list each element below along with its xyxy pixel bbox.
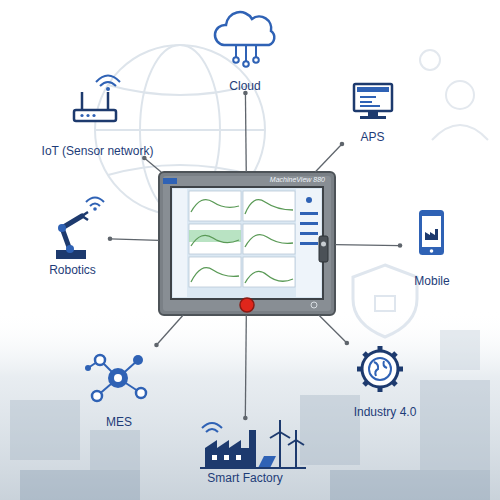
icon-node: Cloud	[195, 12, 295, 93]
connector-line	[315, 142, 344, 172]
connector-line	[335, 243, 402, 248]
connector-line	[142, 156, 161, 172]
node-label: Mobile	[414, 274, 449, 288]
phone-icon	[419, 210, 444, 255]
node-label: Cloud	[229, 79, 260, 93]
icon-node: Mobile	[400, 204, 464, 288]
icon-node: APS	[335, 80, 410, 144]
factory-background	[0, 310, 500, 500]
node-label: Robotics	[49, 263, 96, 277]
icon-node: IoT (Sensor network)	[40, 80, 155, 158]
people-watermark	[420, 50, 488, 140]
connector-line	[319, 315, 349, 345]
icon-node: Industry 4.0	[340, 343, 430, 419]
smart-factory-icon	[200, 420, 306, 468]
factory-machines	[10, 330, 490, 500]
node-label: Industry 4.0	[354, 405, 417, 419]
icon-node: Robotics	[35, 198, 110, 277]
shield-watermark	[353, 265, 417, 337]
monitor-icon	[354, 84, 392, 119]
device-label: MachineView 880	[270, 176, 325, 183]
robot-arm-icon	[56, 198, 104, 260]
connector-line	[154, 315, 183, 347]
node-label: Smart Factory	[207, 471, 282, 485]
node-label: APS	[360, 130, 384, 144]
device-node: MachineView 880	[159, 172, 335, 315]
node-label: MES	[106, 415, 132, 429]
lock-watermark	[375, 296, 395, 311]
hmi-device	[159, 172, 335, 315]
connector-line	[243, 315, 248, 420]
connector-line	[108, 236, 159, 241]
network-icon	[85, 355, 146, 401]
connector-line	[243, 91, 248, 172]
cloud-icon	[215, 12, 274, 67]
router-icon	[74, 76, 120, 122]
node-label: IoT (Sensor network)	[42, 144, 154, 158]
icon-node: MES	[80, 345, 158, 429]
icon-node: Smart Factory	[185, 418, 305, 485]
gear-globe-icon	[357, 346, 403, 392]
